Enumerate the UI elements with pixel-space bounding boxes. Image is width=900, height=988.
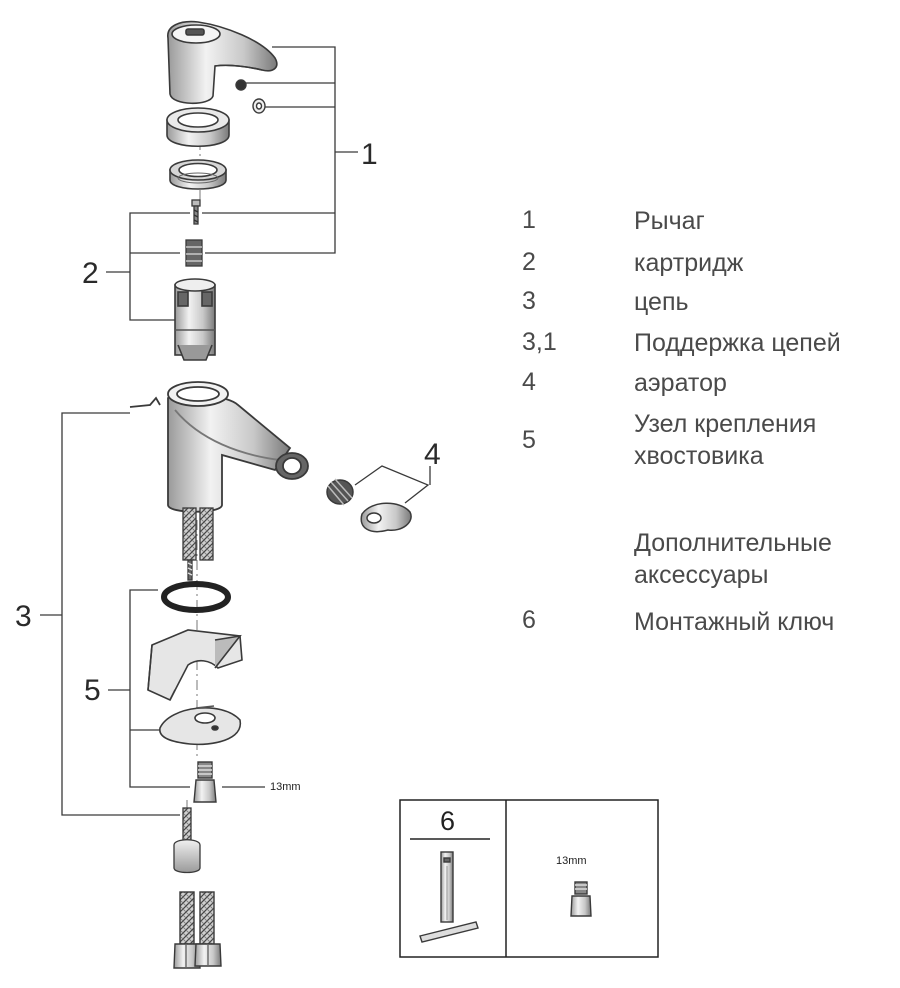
o-ring xyxy=(161,581,231,613)
cap-ring xyxy=(166,107,230,148)
lever-screw xyxy=(235,79,266,114)
mounting-plate xyxy=(159,705,241,746)
legend-text: цепь xyxy=(634,288,689,316)
flexible-hoses xyxy=(182,507,214,581)
mixer-body xyxy=(129,381,309,513)
lever-handle xyxy=(167,20,278,105)
legend-num: 2 xyxy=(522,248,536,276)
legend-text: Рычаг xyxy=(634,207,705,235)
legend-num: 4 xyxy=(522,368,536,396)
legend-text: Дополнительные аксессуары xyxy=(634,529,832,589)
supply-hoses xyxy=(173,891,222,969)
callout-1: 1 xyxy=(361,138,378,171)
legend-text: аэратор xyxy=(634,369,727,397)
legend-text: картридж xyxy=(634,249,744,277)
legend-num: 3,1 xyxy=(522,328,557,356)
legend-text: Монтажный ключ xyxy=(634,608,835,636)
legend-num: 1 xyxy=(522,206,536,234)
cartridge-screw xyxy=(191,199,201,225)
leader-lines xyxy=(40,46,431,816)
chain-rod xyxy=(173,807,201,874)
callout-4: 4 xyxy=(424,438,441,471)
tail-fitting xyxy=(193,761,217,803)
mounting-bracket xyxy=(147,629,243,702)
legend-text: Узел крепления хвостовика xyxy=(634,410,817,470)
cartridge-body xyxy=(174,278,216,361)
callout-3: 3 xyxy=(15,600,32,633)
legend-num: 6 xyxy=(522,606,536,634)
inset-number: 6 xyxy=(440,806,456,836)
cartridge-stem xyxy=(185,239,203,267)
aerator xyxy=(326,478,412,533)
nut-ring xyxy=(169,159,227,190)
callout-2: 2 xyxy=(82,257,99,290)
inset-fitting xyxy=(570,881,592,917)
inset-dimension: 13mm xyxy=(556,855,587,867)
callout-5: 5 xyxy=(84,674,101,707)
legend-text: Поддержка цепей xyxy=(634,329,841,357)
dimension-label: 13mm xyxy=(270,781,301,793)
legend-num: 5 xyxy=(522,426,536,454)
mounting-key-tool xyxy=(419,851,479,943)
legend-num: 3 xyxy=(522,287,536,315)
